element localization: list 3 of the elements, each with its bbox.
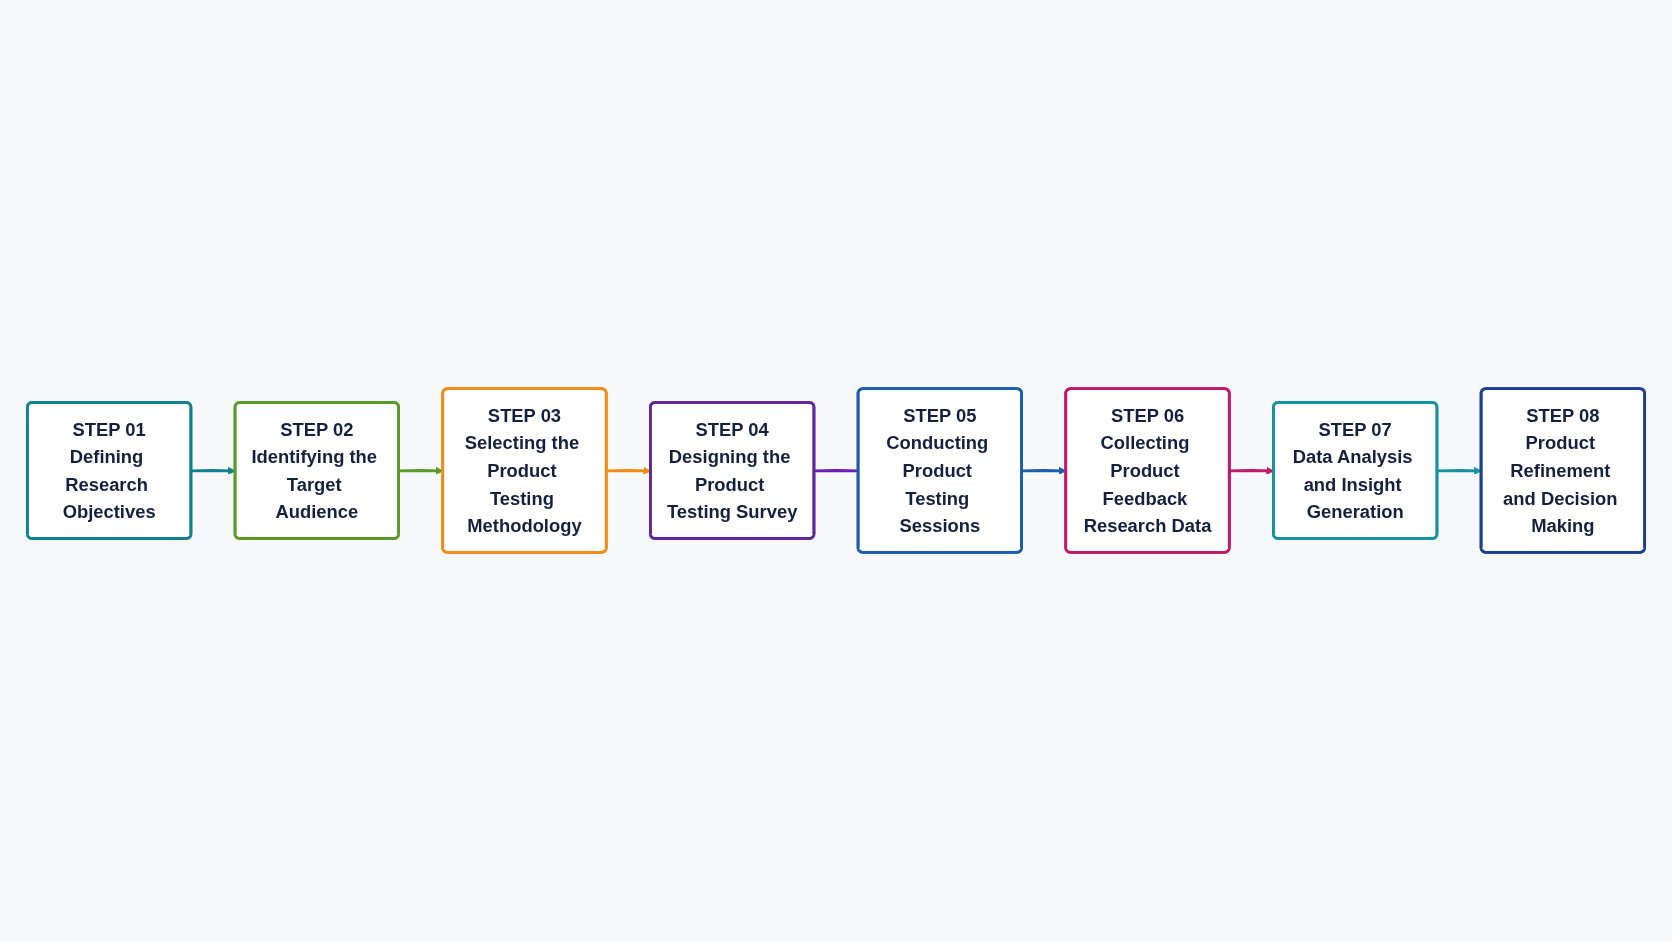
- arrow: [191, 466, 236, 475]
- connector: [814, 469, 859, 473]
- arrow: [1437, 466, 1482, 475]
